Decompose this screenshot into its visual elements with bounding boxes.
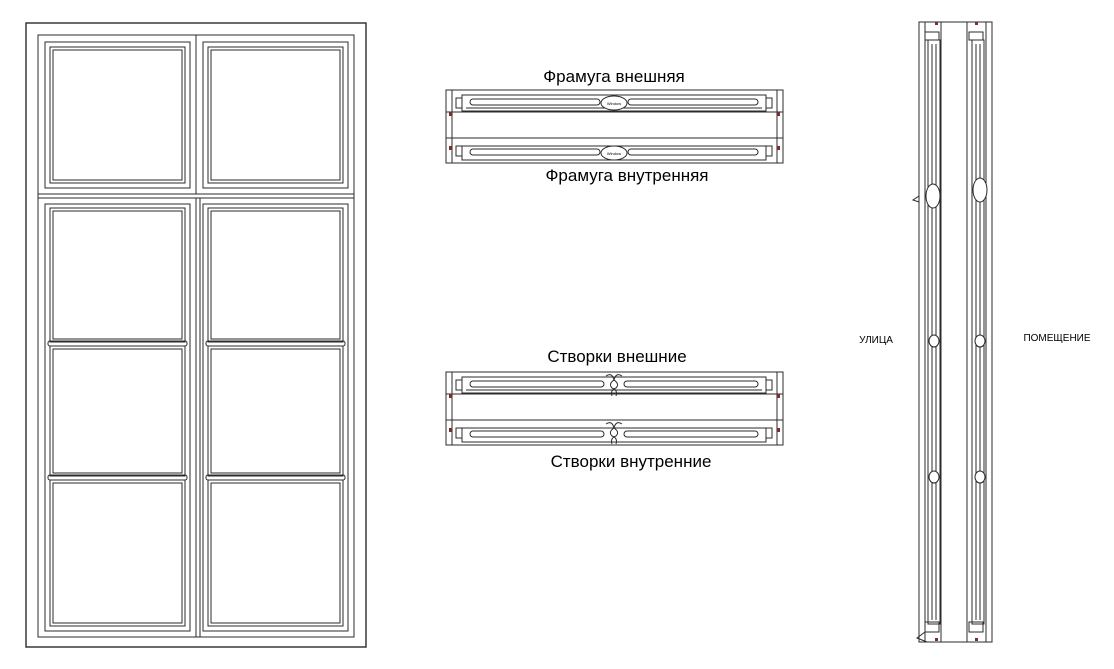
transom-section [445, 89, 784, 164]
front-elevation [25, 22, 367, 648]
sashes-outer-label: Створки внешние [547, 347, 686, 366]
sashes-inner-label: Створки внутренние [551, 452, 712, 471]
transom-outer-label: Фрамуга внешняя [543, 67, 685, 86]
brand-stamp-inner: Window [607, 151, 621, 156]
transom-pane-right [202, 41, 349, 189]
brand-stamp-outer: Window [607, 101, 621, 106]
transom-inner-label: Фрамуга внутренняя [545, 166, 708, 185]
vertical-section [911, 21, 993, 643]
street-label: УЛИЦА [859, 335, 893, 346]
outer-frame [25, 22, 367, 648]
sash-left [44, 203, 191, 632]
sashes-section [445, 371, 784, 446]
sash-right [202, 203, 349, 632]
transom-pane-left [44, 41, 191, 189]
room-label: ПОМЕЩЕНИЕ [1023, 333, 1090, 344]
